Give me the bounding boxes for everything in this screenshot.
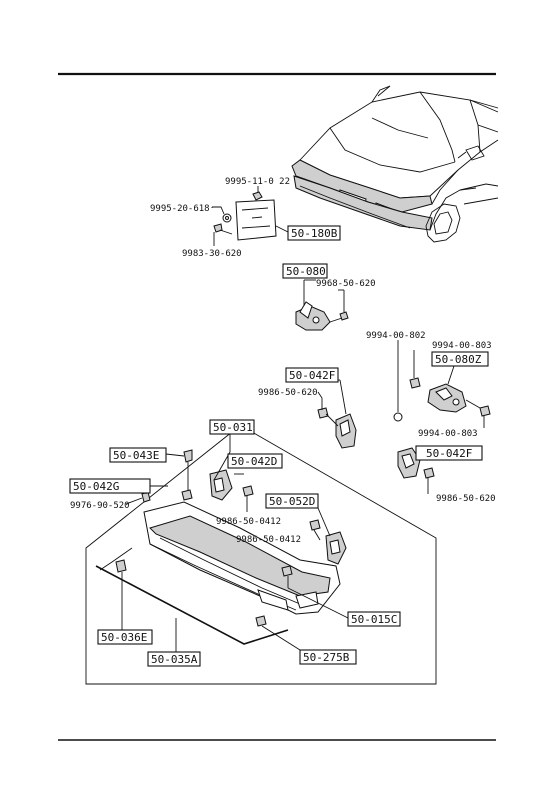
lower-air-dam bbox=[95, 547, 301, 652]
label-9986-50-0412-lower: 9986-50-0412 bbox=[236, 535, 301, 545]
boxed-label-50-042f-top: 50-042F bbox=[285, 367, 339, 383]
svg-text:50-031: 50-031 bbox=[213, 421, 253, 434]
boxed-label-50-043e: 50-043E bbox=[109, 447, 167, 463]
label-9968-50-620: 9968-50-620 bbox=[316, 279, 376, 289]
label-9986-50-0412-upper: 9986-50-0412 bbox=[216, 517, 281, 527]
boxed-label-50-042g: 50-042G bbox=[69, 478, 151, 494]
label-9995-20-618: 9995-20-618 bbox=[150, 204, 210, 214]
svg-text:50-180B: 50-180B bbox=[291, 227, 338, 240]
license-plate-bracket-group bbox=[212, 186, 289, 246]
boxed-label-50-052d: 50-052D bbox=[265, 493, 319, 509]
boxed-label-50-080z: 50-080Z bbox=[431, 351, 489, 367]
boxed-label-50-080: 50-080 bbox=[282, 263, 328, 279]
label-9976-90-520: 9976-90-520 bbox=[70, 501, 130, 511]
svg-text:50-035A: 50-035A bbox=[151, 653, 198, 666]
label-9994-00-803-top: 9994-00-803 bbox=[432, 341, 492, 351]
svg-text:50-043E: 50-043E bbox=[113, 449, 159, 462]
svg-text:50-042D: 50-042D bbox=[231, 455, 277, 468]
label-9983-30-620: 9983-30-620 bbox=[182, 249, 242, 259]
svg-text:50-275B: 50-275B bbox=[303, 651, 350, 664]
label-9994-00-803-bottom: 9994-00-803 bbox=[418, 429, 478, 439]
bumper-bracket-left-group bbox=[317, 379, 357, 449]
hood-latch-group bbox=[295, 280, 349, 331]
svg-text:50-036E: 50-036E bbox=[101, 631, 147, 644]
bumper-bracket-right-group bbox=[397, 447, 435, 494]
leader-lines bbox=[121, 207, 344, 630]
front-bumper-cover bbox=[139, 449, 349, 619]
boxed-label-50-042f-right: 50-042F bbox=[415, 445, 483, 461]
car-front-illustration bbox=[291, 85, 499, 243]
boxed-label-50-015c: 50-015C bbox=[347, 611, 401, 627]
svg-text:50-015C: 50-015C bbox=[351, 613, 397, 626]
boxed-label-50-275b: 50-275B bbox=[299, 649, 357, 665]
svg-text:50-080Z: 50-080Z bbox=[435, 353, 482, 366]
boxed-label-50-035a: 50-035A bbox=[147, 651, 201, 667]
label-9986-50-620-left: 9986-50-620 bbox=[258, 388, 318, 398]
svg-text:50-042G: 50-042G bbox=[73, 480, 119, 493]
boxed-label-50-031: 50-031 bbox=[209, 419, 255, 435]
label-9986-50-620-right: 9986-50-620 bbox=[436, 494, 496, 504]
hood-latch-right-group bbox=[393, 340, 491, 428]
label-9995-11-022: 9995-11-0 22 bbox=[225, 177, 290, 187]
boxed-label-50-180b: 50-180B bbox=[287, 225, 341, 241]
label-9994-00-802: 9994-00-802 bbox=[366, 331, 426, 341]
svg-text:50-042F: 50-042F bbox=[289, 369, 335, 382]
boxed-label-50-042d: 50-042D bbox=[227, 453, 283, 469]
svg-text:50-080: 50-080 bbox=[286, 265, 326, 278]
boxed-label-50-036e: 50-036E bbox=[97, 629, 153, 645]
svg-text:50-042F: 50-042F bbox=[426, 447, 472, 460]
svg-text:50-052D: 50-052D bbox=[269, 495, 315, 508]
